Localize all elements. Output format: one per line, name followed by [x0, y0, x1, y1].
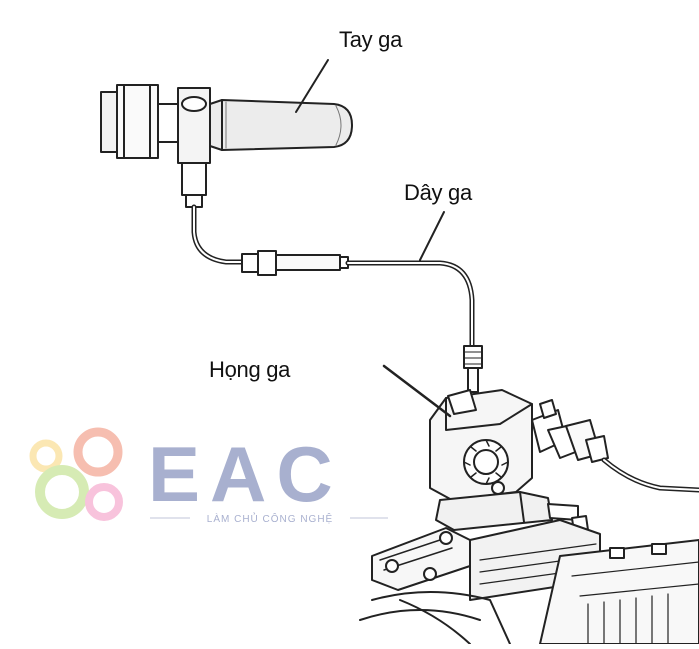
- label-throttle-body: Họng ga: [209, 357, 291, 382]
- leader-line-throttle-body: [382, 364, 452, 418]
- label-throttle-cable: Dây ga: [404, 180, 472, 205]
- throttle-grip-drawing: [100, 84, 353, 208]
- throttle-body-drawing: [429, 389, 699, 533]
- eac-logo-wordmark: EAC: [148, 430, 343, 518]
- label-throttle-grip: Tay ga: [339, 27, 403, 52]
- throttle-cable-drawing: [191, 204, 483, 393]
- eac-logo-circles: [29, 427, 123, 521]
- eac-watermark: EAC LÀM CHỦ CÔNG NGHỆ: [29, 427, 388, 525]
- engine-drawing: [359, 519, 699, 645]
- eac-logo-tagline: LÀM CHỦ CÔNG NGHỆ: [207, 512, 333, 525]
- leader-line-cable: [419, 211, 445, 261]
- leader-line-grip: [295, 59, 329, 113]
